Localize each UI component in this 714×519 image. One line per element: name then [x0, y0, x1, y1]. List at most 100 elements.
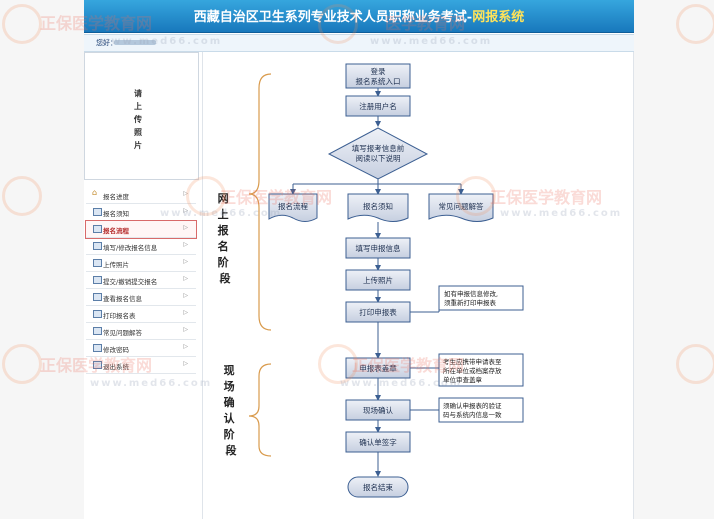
- flow-end: [347, 476, 409, 498]
- flow-note-confirm: [438, 397, 524, 423]
- photo-upload-box: 请 上 传 照 片: [84, 52, 199, 180]
- flow-doc-faq: [428, 193, 494, 222]
- flow-note-stamp: [438, 353, 524, 387]
- flow-register-text: 注册用户名: [359, 101, 397, 111]
- arrow-right-icon: ▷: [183, 224, 188, 231]
- arrow-right-icon: ▷: [183, 309, 188, 316]
- photo-char: 片: [134, 140, 142, 150]
- sidebar-item-label: 常见问题解答: [103, 329, 142, 337]
- stage-bracket-onsite: [248, 363, 272, 457]
- sidebar-item-label: 修改密码: [103, 346, 129, 354]
- document-icon: [93, 344, 102, 352]
- flow-note-print-text: 如有申报信息修改,须重新打印申报表: [444, 289, 498, 307]
- site-header: 西藏自治区卫生系列专业技术人员职称业务考试-网报系统: [84, 0, 634, 33]
- arrow-right-icon: ▷: [183, 292, 188, 299]
- sidebar-item-view-info[interactable]: 查看报名信息 ▷: [86, 289, 196, 306]
- sidebar-item-label: 填写/修改报名信息: [103, 244, 158, 252]
- home-icon: ⌂: [92, 188, 98, 197]
- sidebar-item-submit[interactable]: 提交/撤销提交报名 ▷: [86, 272, 196, 289]
- arrow-right-icon: ▷: [183, 241, 188, 248]
- sidebar-menu: ⌂ 报名进度 ▷ 报名须知 ▷ 报名流程 ▷ 填写/修改报名信息 ▷ 上传照片 ▷ 提交/撤…: [85, 187, 197, 374]
- sidebar-item-print[interactable]: 打印报名表 ▷: [86, 306, 196, 323]
- flow-doc-process-text: 报名流程: [278, 201, 308, 211]
- stage-bracket-online: [248, 73, 272, 331]
- flow-upload-photo-text: 上传照片: [363, 275, 393, 285]
- content-divider: [202, 52, 203, 519]
- arrow-right-icon: ▷: [183, 275, 188, 282]
- greeting-label: 您好：: [96, 39, 117, 47]
- site-title-accent: 网报系统: [472, 10, 525, 25]
- flow-doc-notice-text: 报名须知: [363, 201, 393, 211]
- flow-sign-text: 确认单签字: [359, 437, 397, 447]
- flow-login: [345, 63, 411, 89]
- document-icon: [93, 310, 102, 318]
- sidebar-item-label: 打印报名表: [103, 312, 136, 320]
- sidebar-item-password[interactable]: 修改密码 ▷: [86, 340, 196, 357]
- sidebar-item-label: 报名流程: [103, 227, 129, 235]
- document-icon: [93, 225, 102, 233]
- photo-char: 传: [134, 114, 142, 124]
- flow-stamp-text: 申报表盖章: [359, 363, 397, 373]
- flow-note-confirm-text: 须确认申报表的验证码与系统内信息一致: [443, 401, 502, 419]
- flow-print-form: [345, 301, 411, 323]
- flow-sign: [345, 431, 411, 453]
- flow-end-text: 报名结束: [363, 482, 393, 492]
- site-title-main: 西藏自治区卫生系列专业技术人员职称业务考试-: [193, 10, 473, 25]
- photo-placeholder: 请 上 传 照 片: [133, 87, 143, 152]
- arrow-right-icon: ▷: [183, 190, 188, 197]
- arrow-right-icon: ▷: [183, 326, 188, 333]
- arrow-right-icon: ▷: [183, 258, 188, 265]
- document-icon: [93, 208, 102, 216]
- photo-char: 请: [134, 88, 142, 98]
- flow-fill-form: [345, 237, 411, 259]
- page-margin-left: [0, 0, 84, 519]
- document-icon: [93, 242, 102, 250]
- document-icon: [93, 293, 102, 301]
- sidebar-item-notice[interactable]: 报名须知 ▷: [86, 204, 196, 221]
- arrow-right-icon: ▷: [183, 360, 188, 367]
- site-title: 西藏自治区卫生系列专业技术人员职称业务考试-网报系统: [84, 6, 634, 25]
- stage-label-onsite: 现 场 确 认 阶 段: [224, 364, 239, 457]
- flow-login-text: 登录报名系统入口: [356, 66, 401, 86]
- flow-upload-photo: [345, 269, 411, 291]
- sidebar-item-label: 查看报名信息: [103, 295, 142, 303]
- flow-fill-form-text: 填写申报信息: [356, 243, 401, 253]
- flow-doc-process: [268, 193, 318, 222]
- arrow-right-icon: ▷: [183, 207, 188, 214]
- flow-confirm-text: 现场确认: [363, 405, 393, 415]
- sidebar-item-fill-info[interactable]: 填写/修改报名信息 ▷: [86, 238, 196, 255]
- stage-label-online: 网 上 报 名 阶 段: [218, 192, 233, 285]
- flow-doc-notice: [347, 193, 409, 222]
- document-icon: [93, 361, 102, 369]
- flow-doc-faq-text: 常见问题解答: [439, 201, 484, 211]
- sidebar-item-logout[interactable]: 退出系统 ▷: [86, 357, 196, 374]
- page-margin-right: [634, 0, 714, 519]
- document-icon: [93, 276, 102, 284]
- sidebar-item-label: 报名须知: [103, 210, 129, 218]
- flow-print-form-text: 打印申报表: [359, 307, 397, 317]
- redacted-username: [114, 40, 156, 45]
- sidebar-item-faq[interactable]: 常见问题解答 ▷: [86, 323, 196, 340]
- user-info-bar: 您好：: [84, 34, 634, 52]
- flow-confirm: [345, 399, 411, 421]
- sidebar-item-label: 上传照片: [103, 261, 129, 269]
- flow-register: [345, 95, 411, 117]
- sidebar-item-label: 退出系统: [103, 363, 129, 371]
- flow-decision-text: 填写报考信息前阅读以下说明: [352, 143, 405, 163]
- sidebar-item-progress[interactable]: ⌂ 报名进度 ▷: [86, 187, 196, 204]
- flow-note-print: [438, 285, 524, 311]
- content-border-right: [633, 52, 634, 519]
- sidebar-item-process[interactable]: 报名流程 ▷: [85, 220, 197, 239]
- watermark-url: www.med66.com: [90, 378, 213, 389]
- flow-connectors: [290, 88, 464, 477]
- document-icon: [93, 259, 102, 267]
- photo-char: 照: [134, 127, 142, 137]
- flow-decision: [327, 127, 429, 180]
- sidebar-item-upload-photo[interactable]: 上传照片 ▷: [86, 255, 196, 272]
- sidebar-item-label: 报名进度: [103, 193, 129, 201]
- sidebar-item-label: 提交/撤销提交报名: [103, 278, 158, 286]
- arrow-right-icon: ▷: [183, 343, 188, 350]
- flow-stamp: [345, 357, 411, 379]
- registration-flowchart: 网 上 报 名 阶 段 现 场 确 认 阶 段 登录报名系统入口: [218, 63, 524, 498]
- document-icon: [93, 327, 102, 335]
